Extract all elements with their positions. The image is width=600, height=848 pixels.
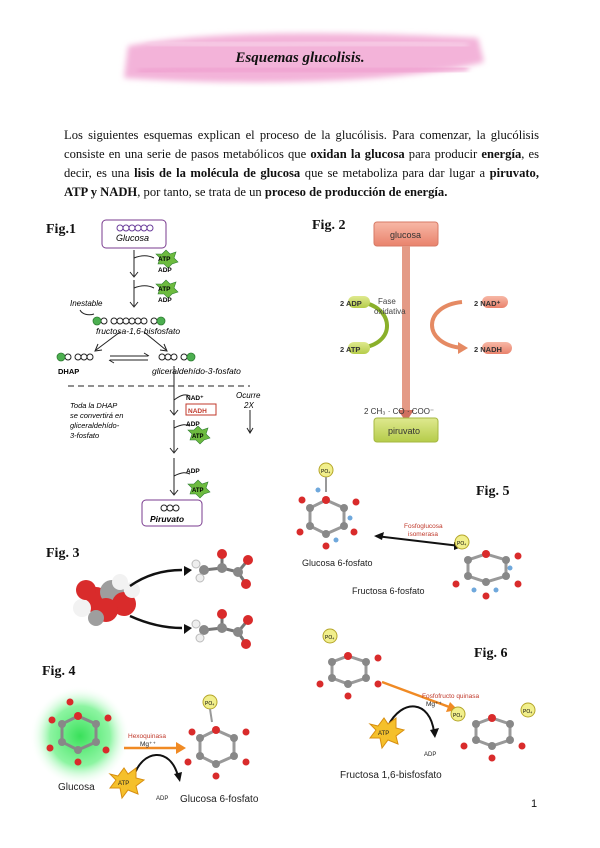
fig6-enzyme-1: Fosfofructo quinasa (422, 693, 479, 700)
fig1-adp-4: ADP (186, 468, 200, 475)
glucose-6-phosphate-ring-icon: PO₄ (184, 694, 250, 780)
fig6-label: Fig. 6 (474, 646, 508, 661)
svg-text:PO₄: PO₄ (457, 541, 466, 547)
fig1-inestable: Inestable (70, 299, 103, 308)
intro-bold-3: lisis de la molécula de glucosa (134, 166, 301, 180)
fig2-fase-1: Fase (378, 297, 396, 306)
fig2-formula: 2 CH₃ · CO · COO⁻ (364, 407, 434, 416)
title-banner (124, 33, 484, 83)
intro-text-3: , es decir, es una (64, 147, 540, 180)
fig6-adp: ADP (424, 752, 436, 758)
fig2-atp: 2 ATP (340, 345, 360, 354)
svg-text:PO₄: PO₄ (325, 635, 334, 641)
fig1-glucosa: Glucosa (116, 233, 149, 243)
fig5-enzyme-1: Fosfoglucosa (404, 523, 443, 530)
fig4-enzyme-2: Mg⁺⁺ (140, 741, 156, 748)
fig1-note-1: Toda la DHAP (70, 401, 117, 410)
fig3-label: Fig. 3 (46, 546, 80, 561)
intro-bold-5: proceso de producción de energía. (264, 185, 448, 199)
fig5-right: Fructosa 6-fosfato (352, 586, 425, 596)
intro-text-5: , por tanto, se trata de un (137, 185, 265, 199)
fig1-ocurre-1: Ocurre (236, 391, 261, 400)
glucose-glow (30, 686, 130, 786)
page-number: 1 (531, 798, 538, 810)
glucose-chain-icon (116, 224, 154, 232)
fig2-adp: 2 ADP (340, 299, 362, 308)
fig6-diagram: PO₄ PO₄ PO₄ Fosfofructo quinasa Mg⁺⁺ ATP… (316, 628, 536, 781)
fig1-nadh: NADH (188, 408, 207, 415)
fig5-enzyme-2: isomerasa (408, 531, 438, 538)
fructose-1-6-bisphosphate-icon: PO₄ PO₄ (450, 702, 536, 762)
page-title: Esquemas glucolisis. (235, 50, 365, 66)
fig1-atp-4: ATP (192, 488, 204, 494)
svg-text:PO₄: PO₄ (321, 469, 330, 475)
fig2-piruvato-box (373, 417, 439, 443)
intro-text-4: que se metaboliza para dar lugar a (300, 166, 490, 180)
fig1-note-2: se convertirá en (70, 411, 123, 420)
pyruvate-molecule-icon (191, 549, 253, 589)
fig2-diagram: glucosa Fase oxidativa 2 ADP 2 ATP 2 NAD… (340, 221, 512, 443)
fig1-piruvato: Piruvato (150, 514, 184, 524)
fig2-label: Fig. 2 (312, 218, 346, 233)
fig2-nadh: 2 NADH (474, 345, 502, 354)
fig1-dhap: DHAP (58, 367, 79, 376)
fig1-fructosa: fructosa-1,6-bisfosfato (96, 326, 180, 336)
fig3-diagram (73, 549, 253, 649)
fig2-fase-2: oxidativa (374, 307, 406, 316)
fig6-product: Fructosa 1,6-bisfosfato (340, 770, 442, 781)
fig4-atp: ATP (118, 781, 129, 787)
fig2-piruvato: piruvato (388, 426, 420, 436)
fig1-note-3: gliceraldehído- (70, 421, 120, 430)
fig2-glucosa: glucosa (390, 230, 421, 240)
svg-text:PO₄: PO₄ (453, 713, 462, 719)
fig1-adp-1: ADP (158, 267, 172, 274)
intro-text-2: para producir (404, 147, 482, 161)
fig4-label: Fig. 4 (42, 664, 76, 679)
fig6-atp: ATP (378, 731, 389, 737)
fig1-atp-3: ATP (192, 434, 204, 440)
intro-bold-2: energía (481, 147, 522, 161)
fig1-atp-2: ATP (158, 286, 171, 293)
intro-paragraph: Los siguientes esquemas explican el proc… (64, 126, 539, 202)
fig1-diagram: Glucosa ATP ADP ATP ADP Inestable fructo… (56, 219, 261, 527)
fig5-label: Fig. 5 (476, 484, 510, 499)
intro-text-1: Los siguientes esquemas explican el proc… (64, 128, 539, 161)
fig5-diagram: PO₄ PO₄ Fosfoglucosa isomerasa Glucosa 6… (296, 462, 522, 600)
fig1-ocurre-2: 2X (243, 401, 254, 410)
fig4-glucosa: Glucosa (58, 782, 95, 793)
fig1-gliceraldehido: gliceraldehído-3-fosfato (152, 366, 241, 376)
pyruvate-molecule-icon-2 (191, 609, 253, 649)
svg-text:PO₄: PO₄ (205, 701, 214, 707)
fig1-atp-1: ATP (158, 256, 171, 263)
fig1-adp-2: ADP (158, 297, 172, 304)
fig4-product: Glucosa 6-fosfato (180, 794, 259, 805)
fig2-nad: 2 NAD⁺ (474, 299, 501, 308)
glucose-6-phosphate-molecule-icon: PO₄ (296, 462, 360, 550)
fructose-6-phosphate-molecule-icon: PO₄ (452, 534, 522, 600)
fig4-diagram: PO₄ Glucosa Hexoquinasa Mg⁺⁺ ATP ADP Glu… (30, 686, 259, 805)
svg-text:PO₄: PO₄ (523, 709, 532, 715)
fructose-6-phosphate-icon: PO₄ (316, 628, 382, 700)
intro-bold-1: oxidan la glucosa (310, 147, 405, 161)
intro-bold-4: piruvato, ATP y NADH (64, 166, 540, 199)
fig5-left: Glucosa 6-fosfato (302, 558, 373, 568)
fig6-enzyme-2: Mg⁺⁺ (426, 701, 442, 708)
fig4-adp: ADP (156, 796, 168, 802)
fig4-enzyme-1: Hexoquinasa (128, 733, 166, 740)
fig1-note-4: 3-fosfato (70, 431, 99, 440)
glucose-molecule-icon (73, 574, 140, 626)
fig1-nad: NAD⁺ (186, 395, 204, 402)
fig1-label: Fig.1 (46, 222, 76, 237)
fig1-adp-3: ADP (186, 421, 200, 428)
glucose-ring-icon (46, 698, 112, 766)
